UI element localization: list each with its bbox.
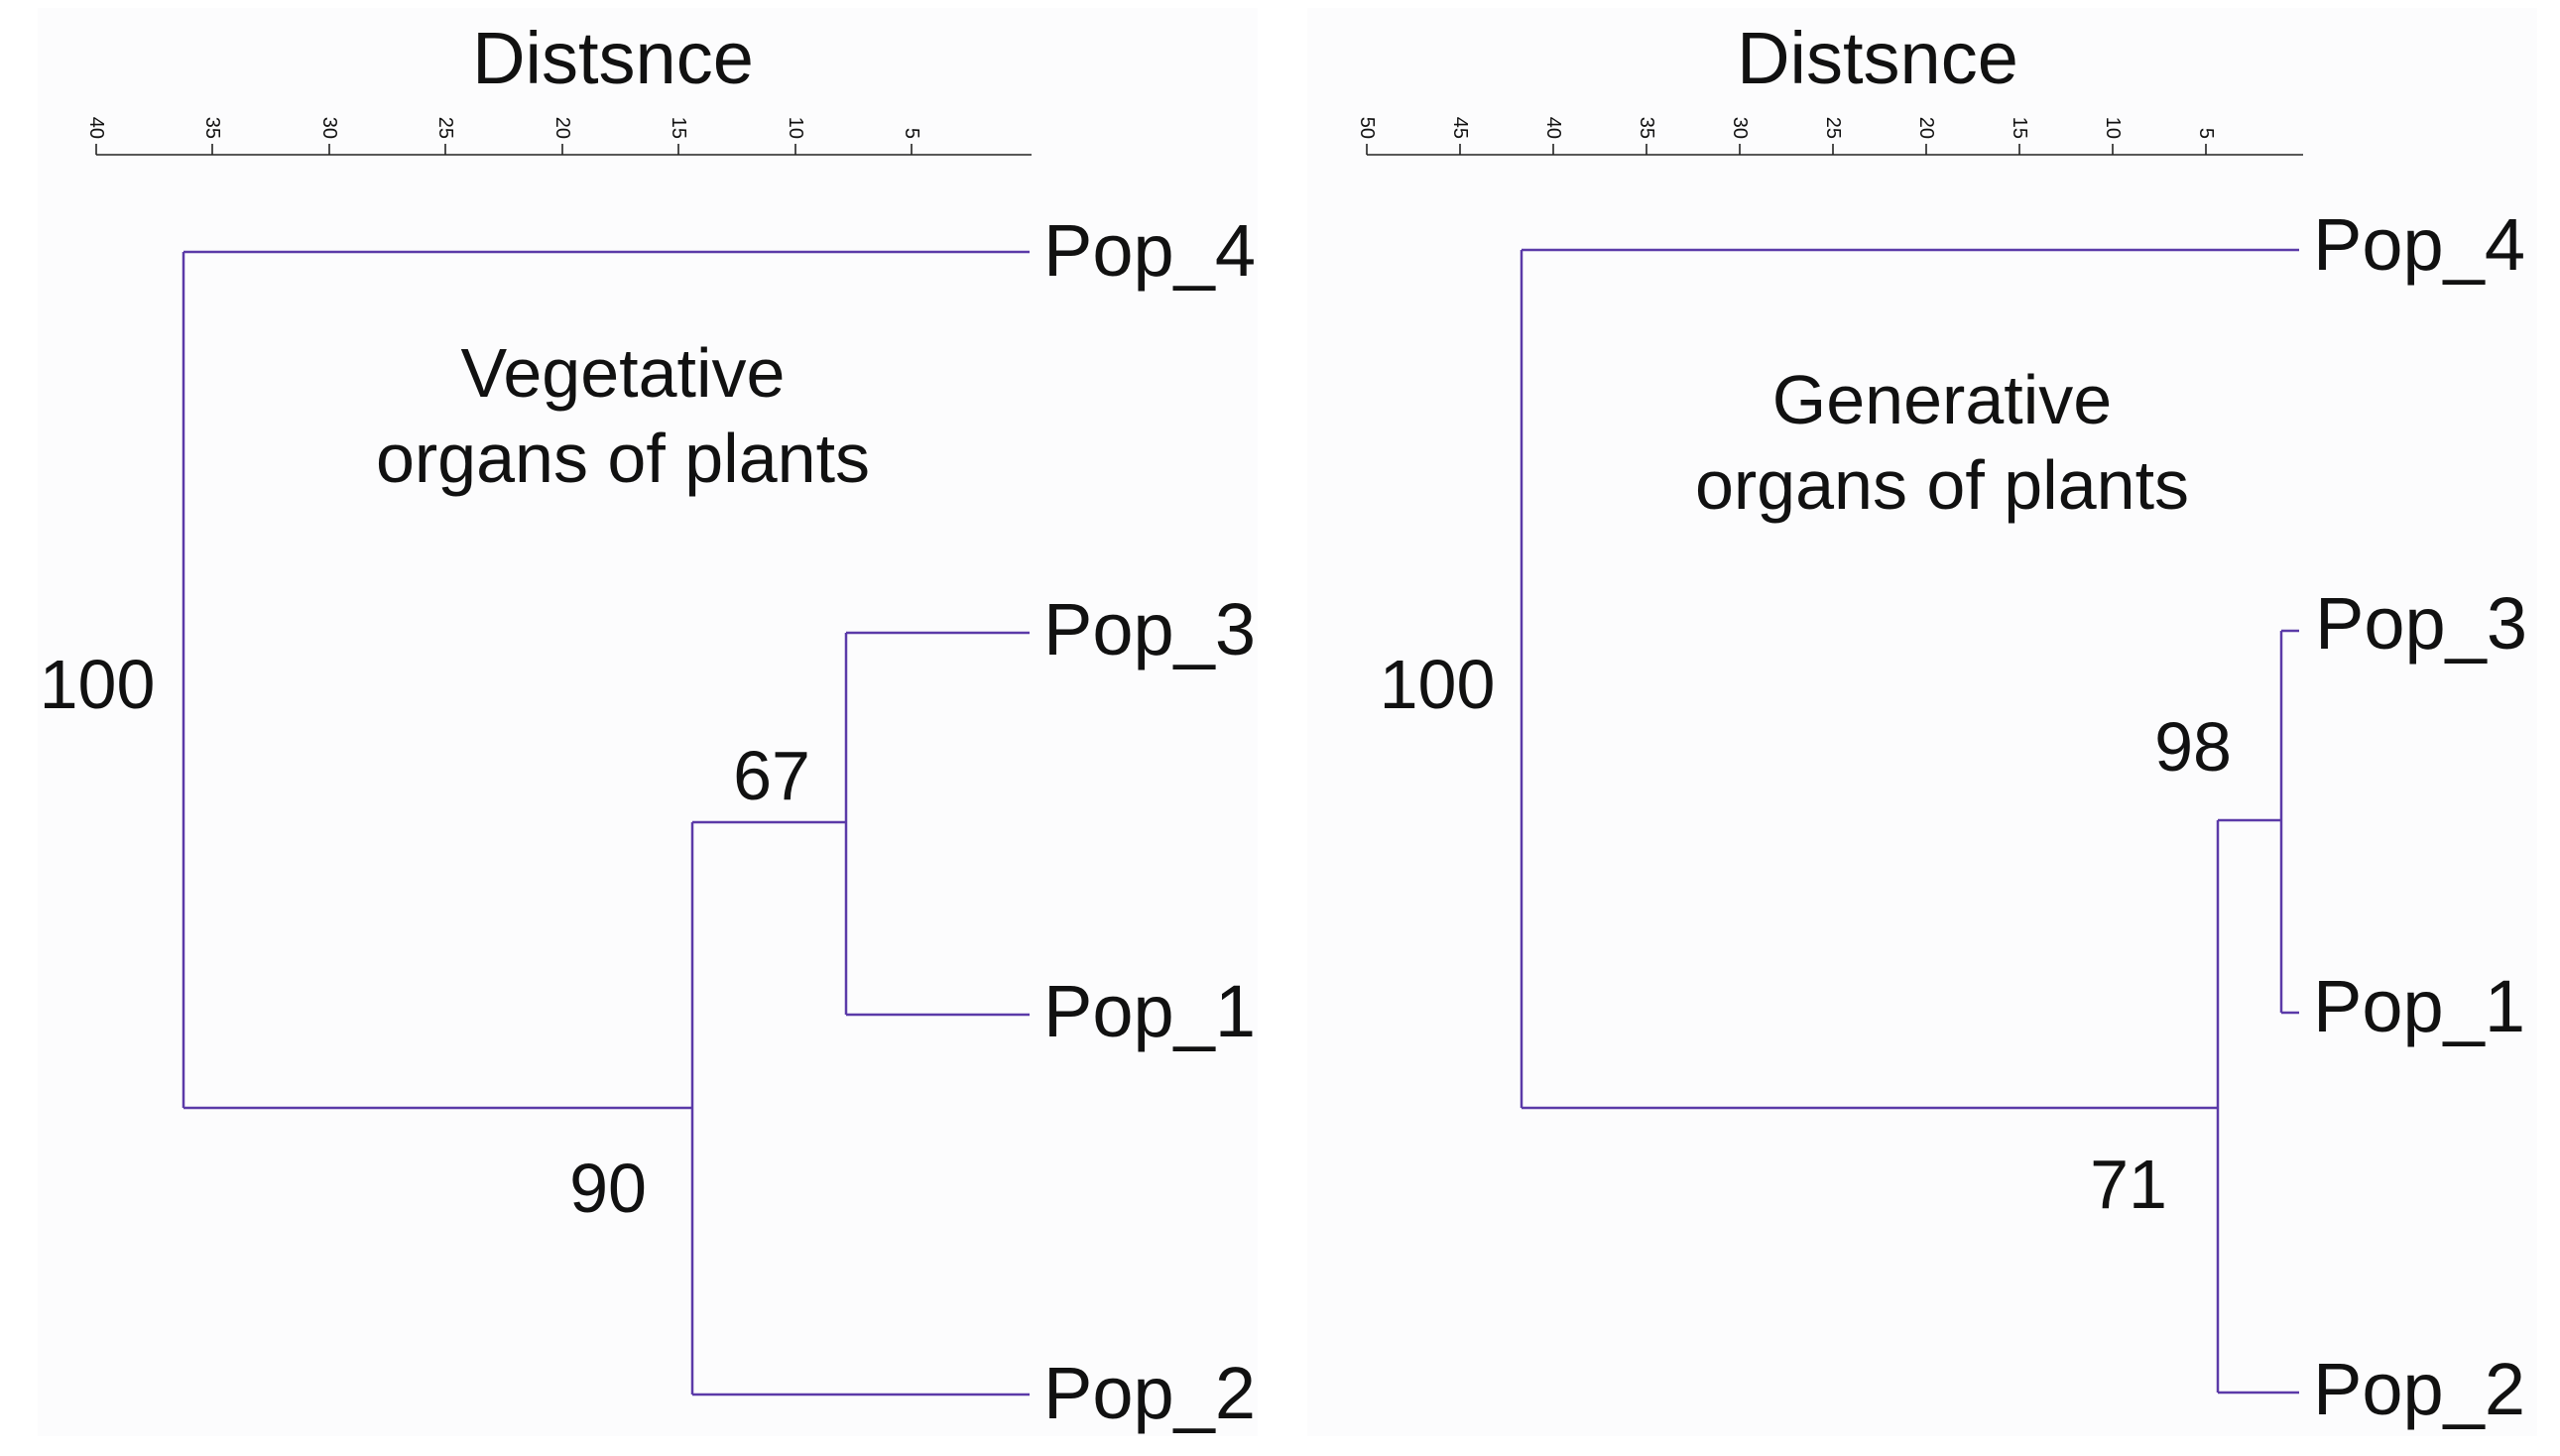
vegetative-leaf-label: Pop_4 (1043, 209, 1256, 292)
vegetative-tick-label: 30 (318, 117, 340, 139)
vegetative-tick-label: 5 (901, 128, 922, 139)
vegetative-tree (182, 250, 1030, 1396)
vegetative-caption-line: organs of plants (376, 420, 870, 497)
vegetative-tick-label: 20 (551, 117, 573, 139)
generative-leaf-label: Pop_3 (2315, 582, 2527, 665)
generative-tick-label: 40 (1542, 117, 1564, 139)
generative-tick-label: 45 (1449, 117, 1471, 139)
generative-leaf-label: Pop_4 (2313, 203, 2525, 286)
vegetative-tick-label: 10 (785, 117, 806, 139)
generative-panel-background (1307, 8, 2537, 1436)
generative-tick-label: 10 (2102, 117, 2124, 139)
generative-leaf-label: Pop_2 (2313, 1348, 2525, 1430)
generative-tick-label: 5 (2195, 128, 2217, 139)
generative-tick-label: 20 (1915, 117, 1937, 139)
generative-axis-title: Distsnce (1737, 17, 2018, 99)
generative-tick-label: 30 (1729, 117, 1751, 139)
vegetative-panel-background (38, 8, 1258, 1436)
vegetative-axis-title: Distsnce (472, 17, 754, 99)
generative-tick-label: 25 (1822, 117, 1844, 139)
generative-tree (1520, 248, 2299, 1395)
generative-support-value: 100 (1380, 646, 1496, 723)
vegetative-panel: Distsnce 40 35 30 25 20 15 10 5 (38, 8, 1258, 1436)
generative-caption-line: organs of plants (1695, 446, 2189, 524)
vegetative-support-value: 100 (40, 646, 156, 723)
vegetative-support-value: 90 (569, 1150, 647, 1227)
vegetative-caption-line: Vegetative (461, 334, 786, 412)
generative-tick-label: 15 (2009, 117, 2030, 139)
vegetative-leaf-label: Pop_2 (1043, 1352, 1256, 1434)
vegetative-support-value: 67 (733, 737, 810, 814)
vegetative-tick-label: 40 (85, 117, 107, 139)
generative-support-value: 71 (2090, 1146, 2167, 1223)
vegetative-leaf-label: Pop_1 (1043, 970, 1256, 1052)
vegetative-leaf-label: Pop_3 (1043, 588, 1256, 670)
vegetative-tick-label: 35 (201, 117, 223, 139)
generative-distance-axis: 50 45 40 35 30 25 20 15 10 5 (1356, 117, 2303, 156)
vegetative-tick-label: 25 (434, 117, 456, 139)
generative-tick-label: 50 (1356, 117, 1378, 139)
vegetative-tick-label: 15 (668, 117, 689, 139)
generative-support-value: 98 (2154, 708, 2232, 786)
vegetative-distance-axis: 40 35 30 25 20 15 10 5 (85, 117, 1032, 156)
generative-panel: Distsnce 50 45 40 35 30 25 20 15 10 5 (1307, 8, 2537, 1436)
generative-caption-line: Generative (1772, 361, 2112, 438)
generative-leaf-label: Pop_1 (2313, 965, 2525, 1047)
generative-tick-label: 35 (1636, 117, 1657, 139)
